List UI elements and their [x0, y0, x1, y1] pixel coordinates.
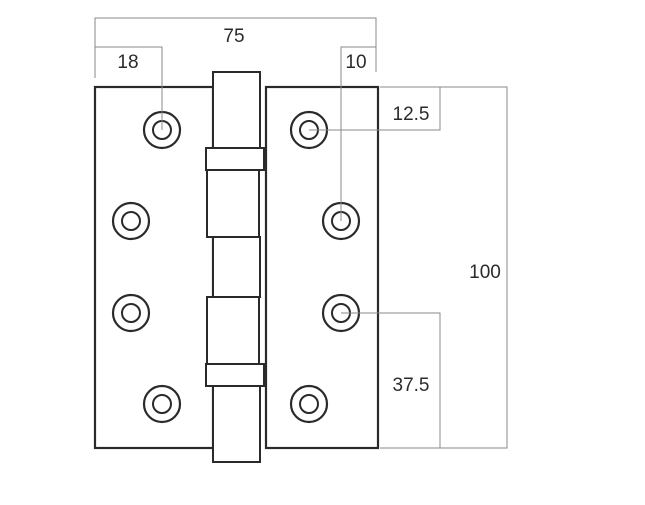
right-leaf	[264, 85, 380, 450]
knuckle-collar-1	[205, 147, 265, 171]
screw-hole-3	[111, 293, 151, 333]
dim-line-height	[380, 86, 508, 449]
knuckle-segment-3	[212, 236, 261, 298]
hinge-knuckle	[205, 71, 265, 463]
screw-hole-6	[321, 201, 361, 241]
knuckle-collar-2	[205, 363, 265, 387]
screw-hole-8	[289, 384, 329, 424]
dim-label-height: 100	[469, 262, 501, 283]
dim-label-overall-width: 75	[223, 26, 244, 47]
knuckle-segment-5	[212, 385, 261, 463]
knuckle-segment-4	[206, 296, 260, 365]
dim-label-right-offset: 10	[345, 52, 366, 73]
dim-label-top-offset: 12.5	[393, 104, 430, 125]
screw-hole-2	[111, 201, 151, 241]
dimension-height: 100	[380, 86, 508, 449]
screw-hole-5	[289, 110, 329, 150]
screw-hole-4	[142, 384, 182, 424]
dim-label-left-offset: 18	[117, 52, 138, 73]
dim-label-hole-spacing: 37.5	[393, 375, 430, 396]
knuckle-segment-2	[206, 169, 260, 238]
